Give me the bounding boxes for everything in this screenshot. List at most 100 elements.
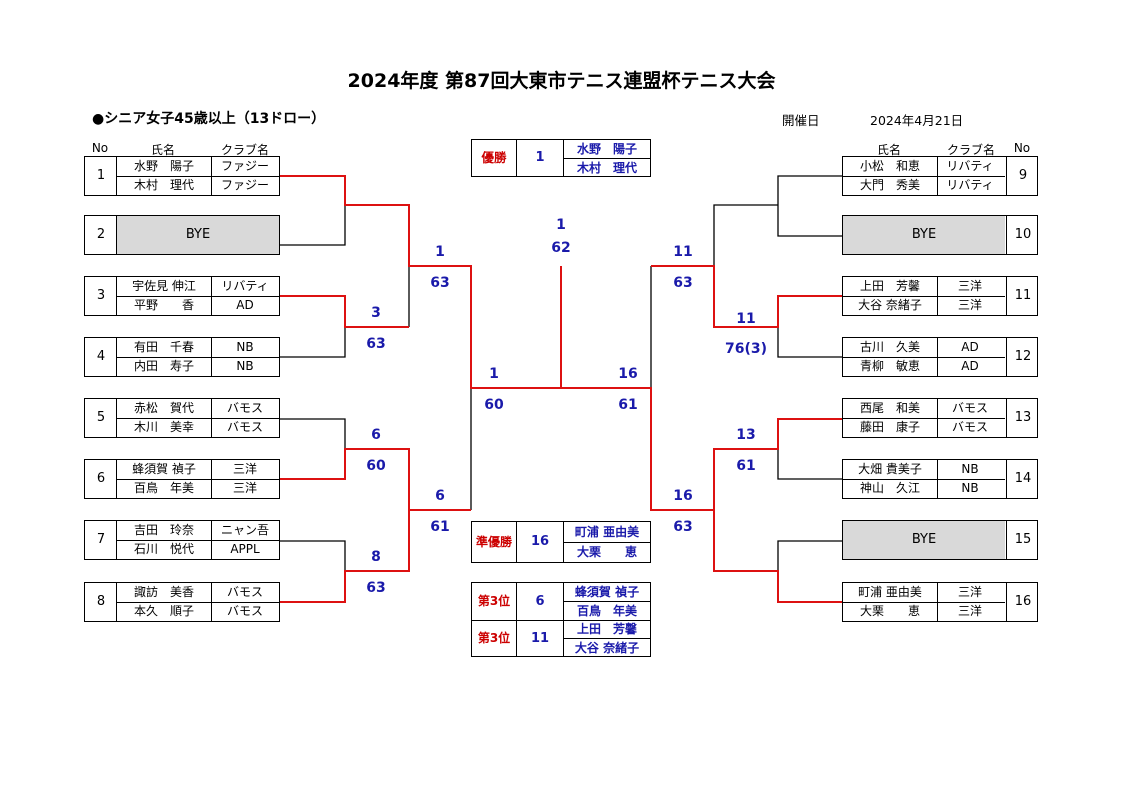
player-club: リバティ (221, 279, 269, 293)
date-value: 2024年4月21日 (870, 113, 964, 128)
draw-number: 11 (1014, 288, 1032, 303)
runner-up-name-2: 大栗 恵 (564, 542, 650, 561)
bracket-line (713, 204, 778, 266)
score-r1-8: 63 (366, 580, 385, 596)
draw-number: 6 (96, 471, 106, 486)
draw-entry-7: 7 吉田 玲奈 ニャン吾石川 悦代 APPL (84, 520, 280, 560)
draw-number: 10 (1014, 227, 1032, 242)
bracket-win-line (651, 265, 842, 328)
draw-number: 13 (1014, 410, 1032, 425)
draw-number: 9 (1018, 168, 1028, 183)
player-club: ニャン吾 (220, 523, 269, 537)
player-club: バモス (226, 585, 263, 599)
score-winner-qf-6: 6 (435, 488, 445, 504)
score-qf-11: 63 (673, 275, 692, 291)
draw-number: 15 (1014, 532, 1032, 547)
player-name: 内田 寿子 (133, 359, 194, 373)
player-name: 町浦 亜由美 (858, 585, 922, 599)
player-club: ファジー (220, 159, 269, 173)
draw-number: 16 (1014, 594, 1032, 609)
runner-up-box: 準優勝 16 町浦 亜由美 大栗 恵 (471, 521, 651, 563)
bracket-win-line (280, 295, 409, 328)
draw-number: 4 (96, 349, 106, 364)
score-winner-final: 1 (556, 217, 566, 233)
player-club: 三洋 (957, 279, 982, 293)
page-title: 2024年度 第87回大東市テニス連盟杯テニス大会 (347, 70, 776, 92)
player-name: 藤田 康子 (859, 420, 920, 434)
player-name: 石川 悦代 (133, 542, 194, 556)
score-winner-r1-13: 13 (736, 427, 755, 443)
score-winner-r1-8: 8 (371, 549, 381, 565)
bracket-win-line (561, 387, 842, 511)
player-club: 三洋 (232, 462, 257, 476)
score-qf-16: 63 (673, 519, 692, 535)
player-club: バモス (226, 401, 263, 415)
score-r1-3: 63 (366, 336, 385, 352)
bracket-line (777, 449, 842, 480)
player-club: NB (236, 359, 254, 373)
score-r1-6: 60 (366, 458, 386, 474)
player-club: 三洋 (957, 585, 982, 599)
bracket-line (280, 205, 346, 246)
third-b-seed: 11 (530, 631, 550, 646)
draw-number: 7 (96, 532, 106, 547)
date-label: 開催日 (782, 113, 820, 128)
score-winner-qf-16: 16 (673, 488, 692, 504)
score-winner-r1-6: 6 (371, 427, 381, 443)
player-club: バモス (951, 401, 988, 415)
draw-number: 14 (1014, 471, 1032, 486)
player-name: 青柳 敏恵 (859, 359, 920, 373)
player-name: 平野 香 (133, 298, 194, 312)
score-winner-r1-3: 3 (371, 305, 381, 321)
draw-entry-15: 15 BYE (842, 520, 1038, 560)
draw-number: 1 (96, 168, 106, 183)
bracket-line (777, 327, 842, 358)
player-club: AD (961, 359, 979, 373)
header-name-left: 氏名 (150, 143, 175, 157)
score-sf-1: 60 (484, 397, 504, 413)
winner-box: 優勝 1 水野 陽子 木村 理代 (471, 139, 651, 177)
player-name: 本久 順子 (133, 604, 194, 618)
player-club: AD (236, 298, 254, 312)
bracket-win-line (280, 448, 471, 511)
player-name: 古川 久美 (859, 340, 920, 354)
bracket-win-line (280, 510, 410, 603)
player-club: バモス (226, 604, 263, 618)
runner-up-label: 準優勝 (475, 535, 512, 549)
player-name: 赤松 賀代 (133, 401, 194, 415)
draw-number: 5 (96, 410, 106, 425)
header-club-right: クラブ名 (946, 143, 995, 157)
player-name: 吉田 玲奈 (133, 523, 194, 537)
draw-subtitle: ●シニア女子45歳以上（13ドロー） (92, 111, 326, 127)
third-b-name-2: 大谷 奈緒子 (564, 638, 650, 657)
score-winner-sf-1: 1 (489, 366, 499, 382)
third-b-label: 第3位 (477, 631, 511, 645)
third-a-label: 第3位 (477, 594, 511, 608)
player-club: NB (961, 462, 979, 476)
header-no-left: No (91, 141, 109, 155)
draw-number: 8 (96, 594, 106, 609)
draw-number: 2 (96, 227, 106, 242)
score-qf-6: 61 (430, 519, 449, 535)
player-club: NB (961, 481, 979, 495)
bracket-line (280, 540, 346, 571)
player-name: 小松 和恵 (859, 159, 920, 173)
bracket-line (280, 418, 346, 449)
player-name: 諏訪 美香 (133, 585, 194, 599)
bye-slot: BYE (843, 521, 1005, 559)
player-club: 三洋 (957, 604, 982, 618)
score-sf-16: 61 (618, 397, 637, 413)
bracket-line (280, 327, 346, 358)
player-club: APPL (230, 542, 260, 556)
